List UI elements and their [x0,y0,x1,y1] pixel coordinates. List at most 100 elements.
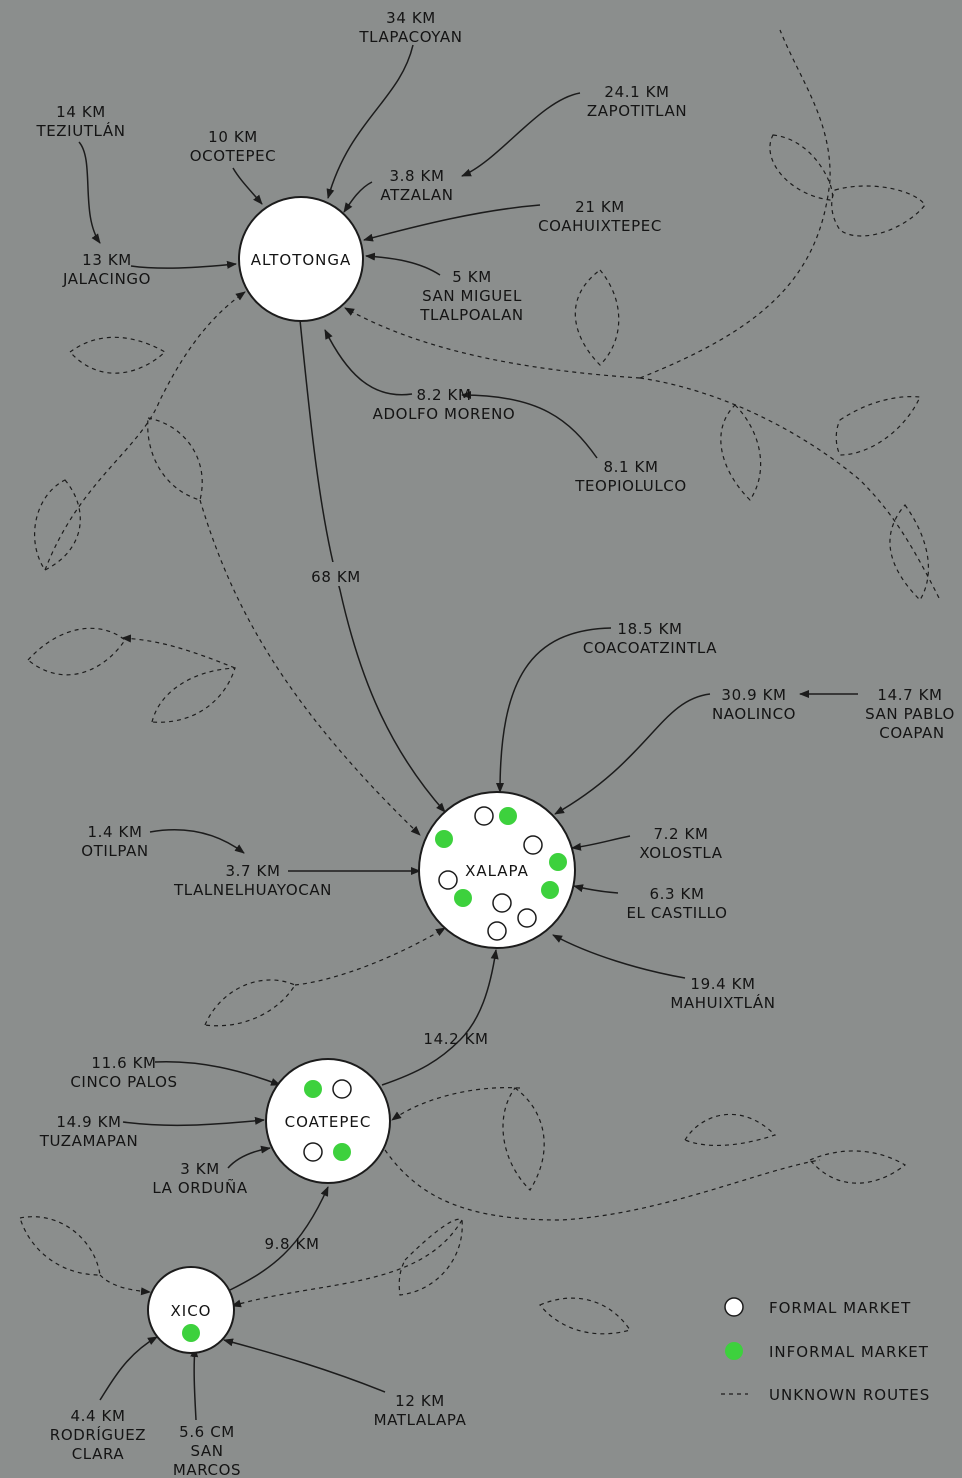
svg-text:COACOATZINTLA: COACOATZINTLA [583,639,717,657]
link-labels: 68 KM 14.2 KM 9.8 KM [264,562,488,1253]
svg-text:14.7 KM: 14.7 KM [877,686,942,704]
hub-xico[interactable]: XICO [147,1266,235,1354]
svg-text:EL CASTILLO: EL CASTILLO [626,904,727,922]
hub-label: XICO [171,1302,212,1320]
origin-sanpablo: 14.7 KM SAN PABLO COAPAN [865,686,955,742]
origin-coahuixtepec: 21 KM COAHUIXTEPEC [538,198,662,235]
legend-unknown: UNKNOWN ROUTES [721,1386,930,1404]
legend-formal: FORMAL MARKET [724,1297,911,1317]
svg-text:1.4 KM: 1.4 KM [87,823,142,841]
formal-market [438,870,458,890]
xalapa-markets [435,806,567,941]
formal-market [303,1142,323,1162]
svg-text:CINCO PALOS: CINCO PALOS [70,1073,177,1091]
link-altotonga-xalapa: 68 KM [311,568,361,586]
svg-text:4.4 KM: 4.4 KM [70,1407,125,1425]
link-xico-coatepec: 9.8 KM [264,1235,319,1253]
svg-text:COAHUIXTEPEC: COAHUIXTEPEC [538,217,662,235]
svg-text:5.6 CM: 5.6 CM [179,1423,235,1441]
origin-laorduna: 3 KM LA ORDUÑA [152,1160,248,1197]
informal-market [435,830,453,848]
svg-text:CLARA: CLARA [72,1445,125,1463]
svg-text:SAN: SAN [190,1442,223,1460]
origin-tlapacoyan: 34 KM TLAPACOYAN [358,9,462,46]
svg-text:ADOLFO MORENO: ADOLFO MORENO [373,405,516,423]
origin-mahuixtlan: 19.4 KM MAHUIXTLÁN [670,975,775,1012]
svg-text:3.7 KM: 3.7 KM [225,862,280,880]
svg-text:MATLALAPA: MATLALAPA [374,1411,467,1429]
origin-coacoatzintla: 18.5 KM COACOATZINTLA [583,620,717,657]
svg-text:OCOTEPEC: OCOTEPEC [190,147,277,165]
svg-text:TLALNELHUAYOCAN: TLALNELHUAYOCAN [173,881,332,899]
svg-text:TLAPACOYAN: TLAPACOYAN [358,28,462,46]
svg-text:INFORMAL MARKET: INFORMAL MARKET [769,1343,929,1361]
hub-altotonga[interactable]: ALTOTONGA [238,196,364,322]
svg-text:6.3 KM: 6.3 KM [649,885,704,903]
origin-cincopalos: 11.6 KM CINCO PALOS [70,1054,177,1091]
svg-text:19.4 KM: 19.4 KM [690,975,755,993]
svg-text:UNKNOWN ROUTES: UNKNOWN ROUTES [769,1386,930,1404]
hub-coatepec[interactable]: COATEPEC [265,1058,391,1184]
svg-text:13 KM: 13 KM [82,251,132,269]
legend-informal: INFORMAL MARKET [725,1342,929,1361]
origin-naolinco: 30.9 KM NAOLINCO [712,686,796,723]
svg-text:SAN PABLO: SAN PABLO [865,705,955,723]
informal-market [333,1143,351,1161]
informal-market-swatch [725,1342,743,1360]
formal-market [332,1079,352,1099]
formal-market [523,835,543,855]
informal-market [549,853,567,871]
svg-text:12 KM: 12 KM [395,1392,445,1410]
decorative-vines [19,29,941,1335]
svg-text:FORMAL MARKET: FORMAL MARKET [769,1299,911,1317]
svg-text:NAOLINCO: NAOLINCO [712,705,796,723]
formal-market-swatch [724,1297,744,1317]
origin-rodriguez: 4.4 KM RODRÍGUEZ CLARA [50,1407,146,1463]
origin-atzalan: 3.8 KM ATZALAN [380,167,453,204]
origin-teopiolulco: 8.1 KM TEOPIOLULCO [574,458,687,495]
informal-market [541,881,559,899]
svg-text:30.9 KM: 30.9 KM [721,686,786,704]
informal-market [454,889,472,907]
svg-text:XOLOSTLA: XOLOSTLA [639,844,722,862]
svg-text:JALACINGO: JALACINGO [62,270,151,288]
svg-text:14.9 KM: 14.9 KM [56,1113,121,1131]
hub-xalapa[interactable]: XALAPA [418,791,576,949]
svg-text:18.5 KM: 18.5 KM [617,620,682,638]
svg-text:3.8 KM: 3.8 KM [389,167,444,185]
origin-adolfo: 8.2 KM ADOLFO MORENO [373,386,516,423]
svg-text:TLALPOALAN: TLALPOALAN [419,306,524,324]
informal-market [304,1080,322,1098]
informal-market [182,1324,200,1342]
origin-tlalnelhuayocan: 3.7 KM TLALNELHUAYOCAN [173,862,332,899]
svg-text:TUZAMAPAN: TUZAMAPAN [39,1132,139,1150]
svg-text:COAPAN: COAPAN [879,724,944,742]
svg-text:TEOPIOLULCO: TEOPIOLULCO [574,477,687,495]
origin-teziutlan: 14 KM TEZIUTLÁN [35,103,124,140]
known-routes [78,44,858,1421]
formal-market [487,921,507,941]
svg-text:21 KM: 21 KM [575,198,625,216]
formal-market [474,806,494,826]
svg-text:OTILPAN: OTILPAN [81,842,149,860]
informal-market [499,807,517,825]
hub-label: XALAPA [465,862,529,880]
origin-labels: 34 KM TLAPACOYAN 24.1 KM ZAPOTITLAN 14 K… [35,9,954,1478]
svg-text:11.6 KM: 11.6 KM [91,1054,156,1072]
origin-sanmiguel: 5 KM SAN MIGUEL TLALPOALAN [419,268,524,324]
origin-elcastillo: 6.3 KM EL CASTILLO [626,885,727,922]
svg-text:ZAPOTITLAN: ZAPOTITLAN [587,102,687,120]
svg-text:SAN MIGUEL: SAN MIGUEL [422,287,522,305]
origin-sanmarcos: 5.6 CM SAN MARCOS [173,1423,241,1478]
svg-text:10 KM: 10 KM [208,128,258,146]
origin-xolostla: 7.2 KM XOLOSTLA [639,825,722,862]
hub-label: ALTOTONGA [251,251,352,269]
svg-text:LA ORDUÑA: LA ORDUÑA [152,1178,248,1197]
svg-text:14 KM: 14 KM [56,103,106,121]
origin-zapotitlan: 24.1 KM ZAPOTITLAN [587,83,687,120]
unknown-routes [44,291,641,1308]
svg-text:34 KM: 34 KM [386,9,436,27]
origin-jalacingo: 13 KM JALACINGO [62,251,151,288]
svg-text:8.2 KM: 8.2 KM [416,386,471,404]
